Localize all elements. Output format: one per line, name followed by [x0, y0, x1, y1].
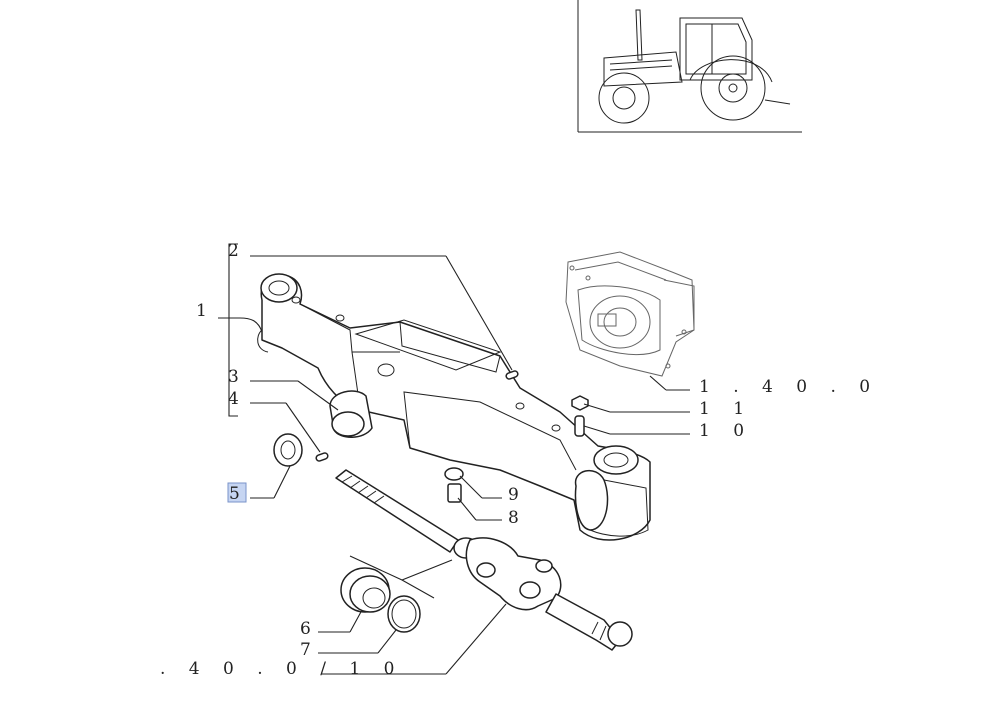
axle-housing: [257, 273, 651, 541]
o-ring-7: [387, 595, 421, 633]
callout-3[interactable]: 3: [228, 367, 239, 387]
leader-lines: [218, 243, 690, 675]
callout-6[interactable]: 6: [300, 619, 311, 639]
tractor-thumbnail-icon: [577, 0, 802, 133]
callout-2[interactable]: 2: [228, 241, 239, 261]
callout-11[interactable]: 1 1: [699, 399, 753, 419]
pin-4: [315, 452, 329, 462]
differential-housing-reference: [565, 251, 695, 377]
callout-5[interactable]: 5: [229, 484, 240, 504]
callout-ref-differential[interactable]: 1 . 4 0 . 0: [699, 377, 879, 397]
callout-1[interactable]: 1: [196, 301, 207, 321]
callout-8[interactable]: 8: [508, 508, 519, 528]
callout-7[interactable]: 7: [300, 640, 311, 660]
callout-4[interactable]: 4: [228, 389, 239, 409]
callout-ref-shaft[interactable]: . 4 0 . 0 / 1 0: [160, 659, 403, 679]
drive-shaft: [335, 469, 633, 651]
pin-2: [505, 370, 519, 380]
seal-6: [340, 567, 391, 613]
bushing-10: [574, 415, 585, 437]
thrust-washer-5: [273, 433, 303, 467]
callout-5-highlight: [227, 482, 247, 503]
callout-10[interactable]: 1 0: [699, 421, 753, 441]
callout-labels: 1 2 3 4 5 6 7 8 9 1 0 1 1 1 . 4 0 . 0 . …: [160, 241, 879, 679]
cap-9: [444, 467, 464, 481]
bolt-11: [571, 395, 589, 411]
callout-9[interactable]: 9: [508, 485, 519, 505]
bolt-8: [447, 483, 462, 503]
